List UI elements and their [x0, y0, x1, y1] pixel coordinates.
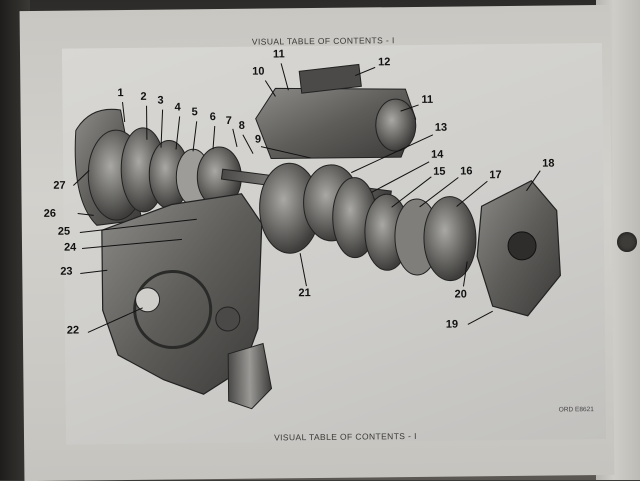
callout-17: 17	[489, 170, 501, 181]
manual-page: VISUAL TABLE OF CONTENTS - I VISUAL TABL…	[20, 5, 615, 481]
callout-20: 20	[454, 289, 466, 300]
callout-21: 21	[298, 288, 310, 299]
callout-24: 24	[64, 243, 76, 254]
callout-7: 7	[226, 116, 232, 127]
callout-1: 1	[117, 88, 123, 99]
exploded-transmission-drawing	[20, 5, 615, 481]
callout-3: 3	[157, 96, 163, 107]
callout-15: 15	[433, 167, 445, 178]
callout-25: 25	[58, 227, 70, 238]
callout-6: 6	[210, 112, 216, 123]
callout-19: 19	[446, 320, 458, 331]
top-case	[255, 64, 416, 159]
callout-16: 16	[460, 166, 472, 177]
callout-13: 13	[435, 123, 447, 134]
callout-5: 5	[192, 107, 198, 118]
callout-27: 27	[53, 181, 65, 192]
callout-12: 12	[378, 57, 390, 68]
callout-14: 14	[431, 150, 443, 161]
callout-18: 18	[542, 159, 554, 170]
callout-10: 10	[252, 67, 264, 78]
callout-8: 8	[239, 121, 245, 132]
callout-2: 2	[140, 92, 146, 103]
binder-hole	[617, 232, 637, 252]
callout-11-right: 11	[421, 95, 433, 106]
callout-4: 4	[175, 102, 181, 113]
callout-23: 23	[60, 267, 72, 278]
callout-22: 22	[67, 325, 79, 336]
callout-9: 9	[255, 135, 261, 146]
end-cover	[476, 180, 560, 316]
callout-11-top: 11	[273, 49, 285, 60]
callout-26: 26	[44, 209, 56, 220]
main-housing	[101, 193, 271, 410]
